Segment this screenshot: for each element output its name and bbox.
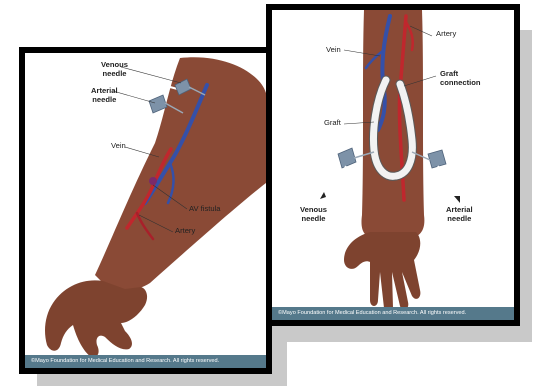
vein-label: Vein bbox=[326, 46, 341, 55]
venous-needle-label: Venous needle bbox=[101, 61, 128, 78]
av-fistula-illustration-card: Venous needle Arterial needle Vein AV fi… bbox=[19, 47, 272, 374]
arterial-needle-label: Arterial needle bbox=[446, 206, 473, 223]
vein-label: Vein bbox=[111, 142, 126, 151]
av-fistula-arm-drawing bbox=[25, 53, 266, 368]
hand-skin bbox=[344, 232, 420, 314]
graft-label: Graft bbox=[324, 119, 341, 128]
arterial-needle-label: Arterial needle bbox=[91, 87, 118, 104]
artery-label: Artery bbox=[175, 227, 195, 236]
av-graft-arm-drawing bbox=[272, 10, 514, 320]
av-graft-illustration-card: Vein Artery Graft connection Graft Venou… bbox=[266, 4, 520, 326]
hand-skin bbox=[45, 280, 147, 357]
venous-needle-label: Venous needle bbox=[300, 206, 327, 223]
graft-connection-label: Graft connection bbox=[440, 70, 481, 87]
copyright-footer: ©Mayo Foundation for Medical Education a… bbox=[272, 307, 514, 320]
av-fistula-junction bbox=[149, 177, 157, 185]
artery-label: Artery bbox=[436, 30, 456, 39]
copyright-footer: ©Mayo Foundation for Medical Education a… bbox=[25, 355, 266, 368]
av-fistula-label: AV fistula bbox=[189, 205, 221, 214]
